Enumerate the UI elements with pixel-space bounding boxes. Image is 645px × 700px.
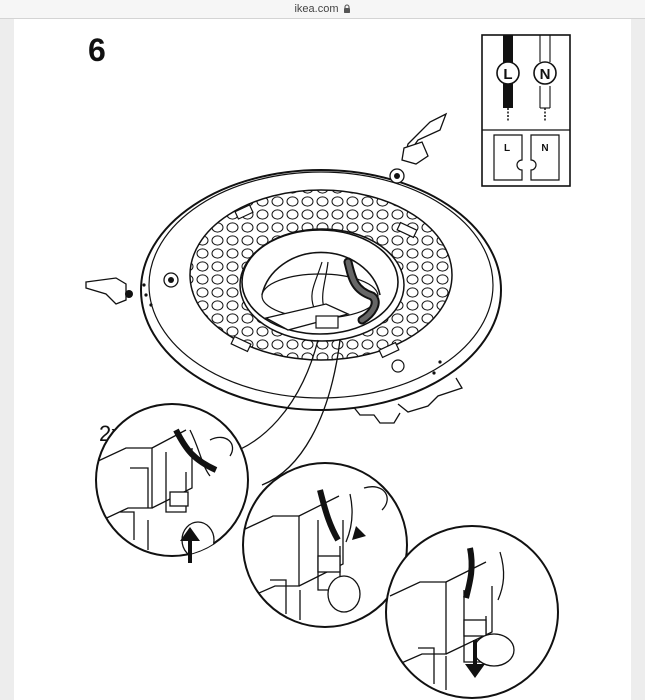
arrow-up-icon xyxy=(180,527,200,563)
live-terminal-icon xyxy=(496,61,520,85)
arrow-diagonal-icon xyxy=(352,519,375,540)
wiring-diagram: L N L N xyxy=(481,34,571,187)
detail-circle-push-down xyxy=(385,525,559,699)
detail-circle-release xyxy=(242,462,408,628)
neutral-terminal-icon xyxy=(533,61,557,85)
socket-live-label: L xyxy=(504,143,510,154)
detail-circle-insert xyxy=(95,403,249,563)
neutral-terminal-label: N xyxy=(540,66,551,83)
ceiling-lamp-base xyxy=(85,112,502,424)
step-number: 6 xyxy=(88,32,106,68)
browser-url-bar[interactable]: ikea.com xyxy=(0,0,645,19)
url-text: ikea.com xyxy=(294,3,339,15)
live-terminal-label: L xyxy=(503,66,512,83)
socket-neutral-label: N xyxy=(541,143,548,154)
arrow-down-icon xyxy=(465,640,485,678)
lock-icon xyxy=(343,4,351,14)
